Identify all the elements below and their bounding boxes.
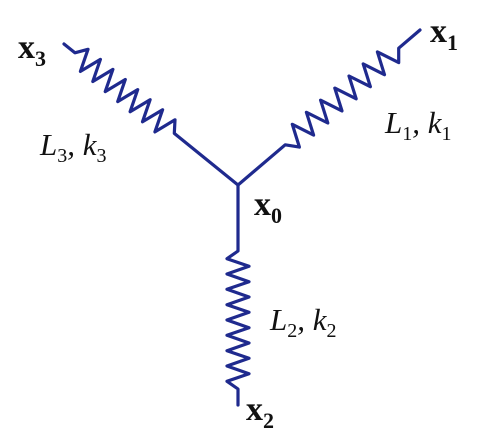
node-label-x3: x3	[18, 29, 46, 71]
spring-1	[236, 28, 422, 187]
spring-2	[225, 183, 251, 407]
spring-label-3: L3, k3	[39, 127, 107, 167]
node-label-x0: x0	[254, 186, 282, 228]
spring-label-1: L1, k1	[384, 105, 452, 145]
node-label-x1: x1	[430, 13, 458, 55]
spring-3	[62, 42, 240, 187]
node-label-x2: x2	[246, 391, 274, 433]
spring-label-2: L2, k2	[269, 302, 337, 342]
